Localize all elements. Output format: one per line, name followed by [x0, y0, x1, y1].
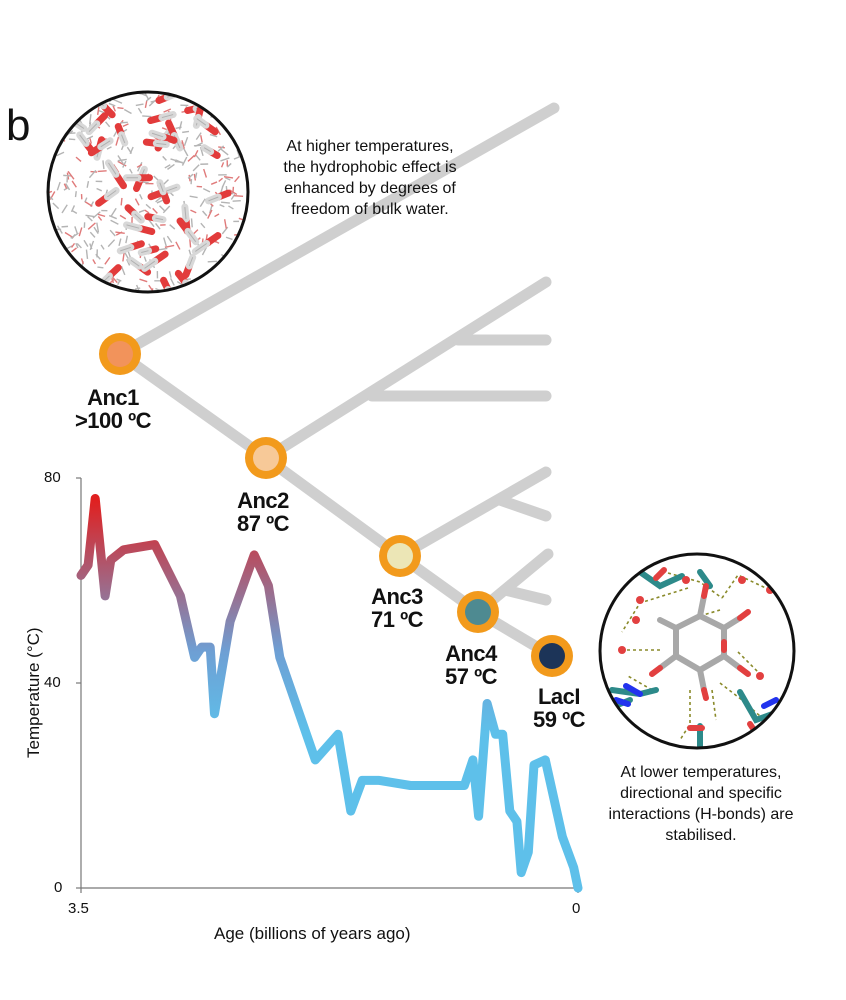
x-tick-label: 3.5	[68, 900, 89, 917]
y-tick-label: 80	[44, 469, 61, 486]
bulk-water-image	[46, 90, 250, 294]
node-name: LacI	[537, 684, 581, 709]
tree-branch	[114, 102, 560, 360]
node-temperature: 87 ºC	[236, 511, 290, 536]
node-name: Anc3	[371, 584, 423, 609]
x-axis-title: Age (billions of years ago)	[214, 924, 411, 943]
tree-branch	[260, 452, 406, 562]
node-anc2	[245, 437, 287, 479]
caption-lower-temperatures: At lower temperatures, directional and s…	[582, 762, 820, 846]
node-temperature: 59 ºC	[532, 707, 586, 732]
x-tick-label: 0	[572, 900, 581, 917]
caption-line: enhanced by degrees of	[284, 180, 456, 197]
caption-line: stabilised.	[665, 827, 737, 844]
node-label-anc1: Anc1 >100 ºC	[58, 386, 168, 432]
caption-line: interactions (H-bonds) are	[608, 806, 794, 823]
node-label-laci: LacI 59 ºC	[504, 685, 614, 731]
node-temperature: 57 ºC	[444, 664, 498, 689]
node-laci	[531, 635, 573, 677]
node-temperature: >100 ºC	[74, 408, 152, 433]
panel-letter: b	[6, 101, 31, 150]
tree-branch	[394, 466, 552, 562]
node-name: Anc4	[445, 641, 497, 666]
caption-line: freedom of bulk water.	[291, 201, 449, 218]
tree-branch	[260, 276, 552, 464]
node-temperature: 71 ºC	[370, 607, 424, 632]
node-label-anc4: Anc4 57 ºC	[416, 642, 526, 688]
temperature-series-line	[76, 494, 583, 893]
caption-higher-temperatures: At higher temperatures, the hydrophobic …	[252, 136, 488, 220]
tree-branch	[114, 348, 272, 464]
node-label-anc3: Anc3 71 ºC	[342, 585, 452, 631]
node-name: Anc1	[87, 385, 139, 410]
y-axis-title: Temperature (°C)	[24, 627, 43, 758]
node-name: Anc2	[237, 488, 289, 513]
tree-branch	[499, 584, 552, 606]
caption-line: At higher temperatures,	[286, 138, 454, 155]
caption-line: directional and specific	[620, 785, 782, 802]
h-bond-structure-image	[598, 552, 796, 750]
node-anc1	[99, 333, 141, 375]
node-anc4	[457, 591, 499, 633]
y-tick-label: 40	[44, 674, 61, 691]
y-tick-label: 0	[54, 879, 63, 896]
node-label-anc2: Anc2 87 ºC	[208, 489, 318, 535]
tree-branch	[494, 494, 552, 522]
caption-line: the hydrophobic effect is	[283, 159, 457, 176]
ancestor-nodes	[99, 333, 573, 677]
node-anc3	[379, 535, 421, 577]
caption-line: At lower temperatures,	[620, 764, 782, 781]
